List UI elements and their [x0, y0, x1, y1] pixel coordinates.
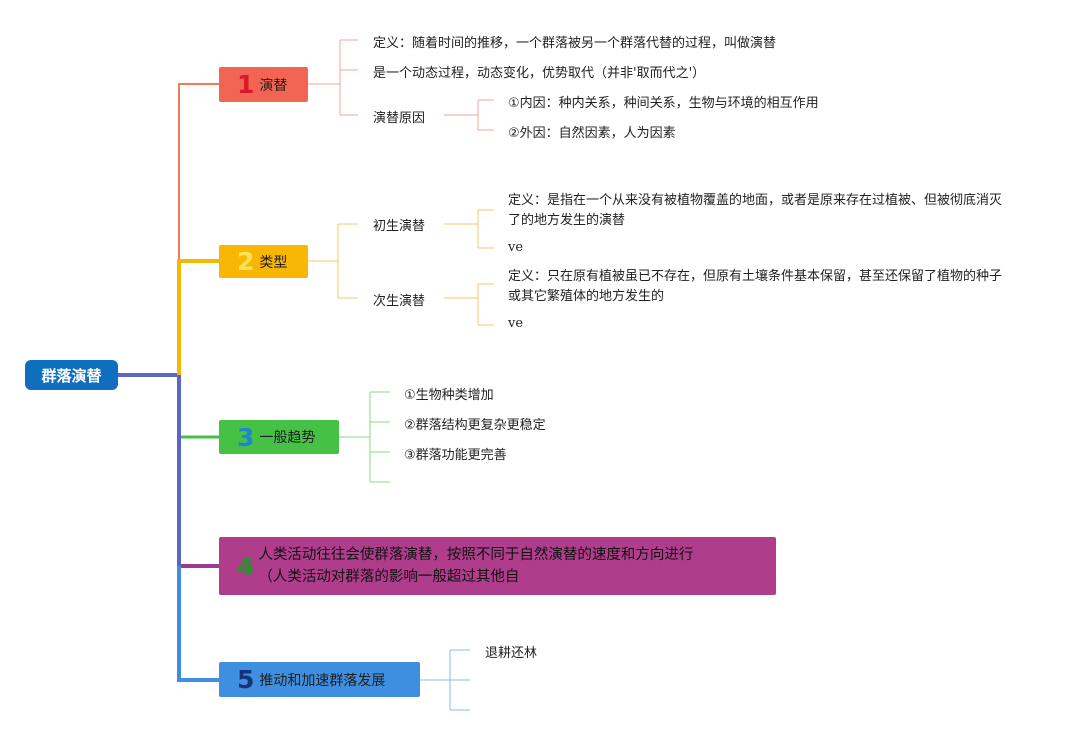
- branch-3-node[interactable]: 3 一般趋势: [219, 420, 339, 454]
- branch-4-text: 人类活动往往会使群落演替，按照不同于自然演替的速度和方向进行 （人类活动对群落的…: [258, 544, 693, 588]
- cause-internal[interactable]: ①内因：种内关系，种间关系，生物与环境的相互作用: [508, 96, 819, 111]
- branch-5-links: [420, 649, 470, 711]
- cause-external[interactable]: ②外因：自然因素，人为因素: [508, 126, 676, 141]
- trend-item[interactable]: ①生物种类增加: [404, 388, 494, 403]
- number-3-marker: 3: [237, 422, 255, 452]
- primary-succession[interactable]: 初生演替: [373, 219, 426, 234]
- secondary-succession[interactable]: 次生演替: [373, 294, 426, 309]
- branch-4-node[interactable]: 4 人类活动往往会使群落演替，按照不同于自然演替的速度和方向进行 （人类活动对群…: [219, 537, 776, 595]
- branch-3-links: [339, 391, 390, 483]
- number-4-marker: 4: [237, 551, 255, 581]
- branch-2-label: 类型: [259, 254, 288, 271]
- branch-1-node[interactable]: 1 演替: [219, 67, 308, 102]
- branch-3-label: 一般趋势: [259, 430, 316, 446]
- secondary-definition[interactable]: 定义：只在原有植被虽已不存在，但原有土壤条件基本保留，甚至还保留了植物的种子或其…: [508, 269, 1003, 304]
- link-branch-5: [177, 375, 219, 682]
- succession-definition[interactable]: 定义：随着时间的推移，一个群落被另一个群落代替的过程，叫做演替: [373, 36, 777, 51]
- link-branch-4: [177, 375, 219, 568]
- branch-2-links: [308, 209, 494, 326]
- trend-item[interactable]: ②群落结构更复杂更稳定: [404, 418, 546, 433]
- primary-extra[interactable]: ve: [508, 240, 524, 255]
- branch-5-label: 推动和加速群落发展: [259, 672, 386, 689]
- branch-1-label: 演替: [259, 77, 288, 94]
- number-1-marker: 1: [237, 70, 255, 99]
- number-5-marker: 5: [237, 665, 255, 694]
- succession-cause[interactable]: 演替原因: [373, 111, 426, 126]
- primary-definition[interactable]: 定义：是指在一个从来没有被植物覆盖的地面，或者是原来存在过植被、但被彻底消灭了的…: [508, 193, 1003, 228]
- trend-item[interactable]: ③群落功能更完善: [404, 448, 507, 463]
- number-2-marker: 2: [237, 247, 255, 276]
- development-item[interactable]: 退耕还林: [485, 646, 538, 661]
- branch-2-node[interactable]: 2 类型: [219, 245, 308, 278]
- link-branch-1: [178, 83, 219, 375]
- branch-4-line-1: 人类活动往往会使群落演替，按照不同于自然演替的速度和方向进行: [258, 547, 694, 563]
- succession-process[interactable]: 是一个动态过程，动态变化，优势取代（并非'取而代之'）: [373, 66, 706, 81]
- root-node[interactable]: 群落演替: [25, 360, 118, 390]
- branch-4-line-2: （人类活动对群落的影响一般超过其他自: [258, 569, 520, 585]
- link-branch-2: [177, 259, 219, 375]
- link-branch-3: [177, 375, 219, 439]
- branch-5-node[interactable]: 5 推动和加速群落发展: [219, 662, 420, 697]
- secondary-extra[interactable]: ve: [508, 316, 524, 331]
- branch-1-links: [308, 39, 494, 131]
